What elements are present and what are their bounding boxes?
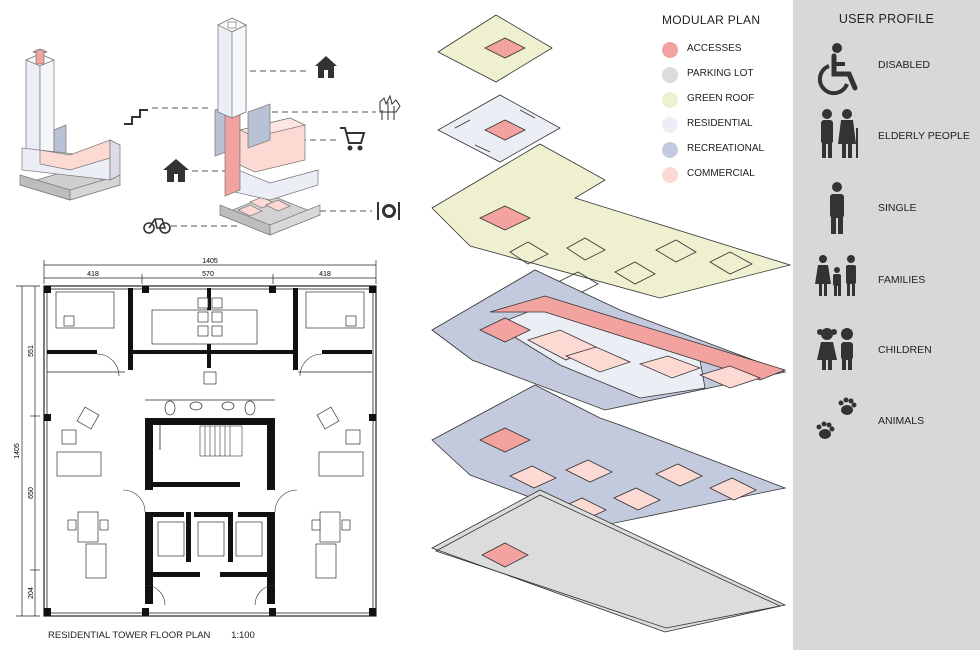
legend-swatch [662, 167, 678, 183]
dim-top-right: 418 [319, 271, 331, 278]
legend-swatch [662, 142, 678, 158]
profile-label: ELDERLY PEOPLE [878, 130, 970, 142]
stairs-icon [124, 109, 148, 125]
level-recreational [431, 384, 787, 526]
legend-label: RESIDENTIAL [687, 118, 753, 129]
profile-item-children: CHILDREN [793, 322, 980, 392]
person-icon [830, 182, 844, 234]
plan-walls [43, 285, 377, 617]
profile-label: SINGLE [878, 202, 917, 214]
plan-stairs [199, 425, 243, 457]
tower-axonometric [214, 17, 321, 236]
dim-left-bottom: 204 [28, 587, 35, 599]
dim-top-middle: 570 [202, 271, 214, 278]
bicycle-icon [143, 218, 171, 234]
level-roof-top [437, 14, 553, 83]
level-commercial [431, 269, 787, 411]
dim-top-left: 418 [87, 271, 99, 278]
floor-plan-caption: RESIDENTIAL TOWER FLOOR PLAN 1:100 [48, 630, 273, 641]
shopping-cart-icon [340, 127, 366, 151]
house-icon [163, 159, 189, 182]
legend-label: GREEN ROOF [687, 93, 755, 104]
profile-item-disabled: DISABLED [793, 38, 980, 108]
plan-doors [96, 353, 323, 606]
legend-swatch [662, 42, 678, 58]
legend-label: RECREATIONAL [687, 143, 765, 154]
floor-plan: 1405 418 570 418 1405 551 650 204 [14, 258, 377, 617]
profile-item-families: FAMILIES [793, 252, 980, 322]
family-icon [815, 255, 856, 296]
legend-title: MODULAR PLAN [662, 13, 761, 27]
elderly-couple-icon [821, 109, 858, 158]
plan-furniture [55, 291, 365, 579]
dim-left-top: 551 [28, 345, 35, 357]
level-green-roof [431, 143, 792, 299]
level-parking-lot [431, 489, 787, 633]
legend-swatch [662, 117, 678, 133]
profile-label: ANIMALS [878, 415, 925, 427]
legend-label: PARKING LOT [687, 68, 754, 79]
dim-left-total: 1405 [14, 443, 21, 459]
level-residential-top [437, 94, 561, 163]
user-profile-title: USER PROFILE [838, 12, 935, 26]
children-icon [817, 328, 853, 370]
floor-plan-scale: 1:100 [231, 630, 255, 641]
paw-icon [816, 397, 857, 439]
legend-label: COMMERCIAL [687, 168, 755, 179]
profile-label: FAMILIES [878, 274, 926, 286]
profile-label: CHILDREN [878, 344, 932, 356]
dim-top-total: 1405 [202, 258, 218, 265]
profile-item-animals: ANIMALS [793, 394, 980, 464]
exploded-modular-plan [431, 14, 792, 633]
small-axonometric-building [18, 48, 122, 201]
wheelchair-icon [817, 43, 858, 96]
house-icon [315, 56, 337, 78]
user-profile-panel: USER PROFILE DISABLED ELDERLY PEOPLE [793, 0, 980, 650]
profile-item-elderly: ELDERLY PEOPLE [793, 106, 980, 176]
dimension-lines-left [16, 285, 40, 617]
legend-swatch [662, 92, 678, 108]
legend-label: ACCESSES [687, 43, 742, 54]
dim-left-middle: 650 [28, 487, 35, 499]
tree-icon [379, 94, 401, 120]
floor-plan-title: RESIDENTIAL TOWER FLOOR PLAN [48, 630, 211, 641]
legend-swatch [662, 67, 678, 83]
profile-item-single: SINGLE [793, 180, 980, 250]
restaurant-icon [377, 202, 400, 220]
profile-label: DISABLED [878, 59, 930, 71]
dimension-lines-top [43, 260, 377, 284]
axonometric-views [18, 17, 401, 236]
